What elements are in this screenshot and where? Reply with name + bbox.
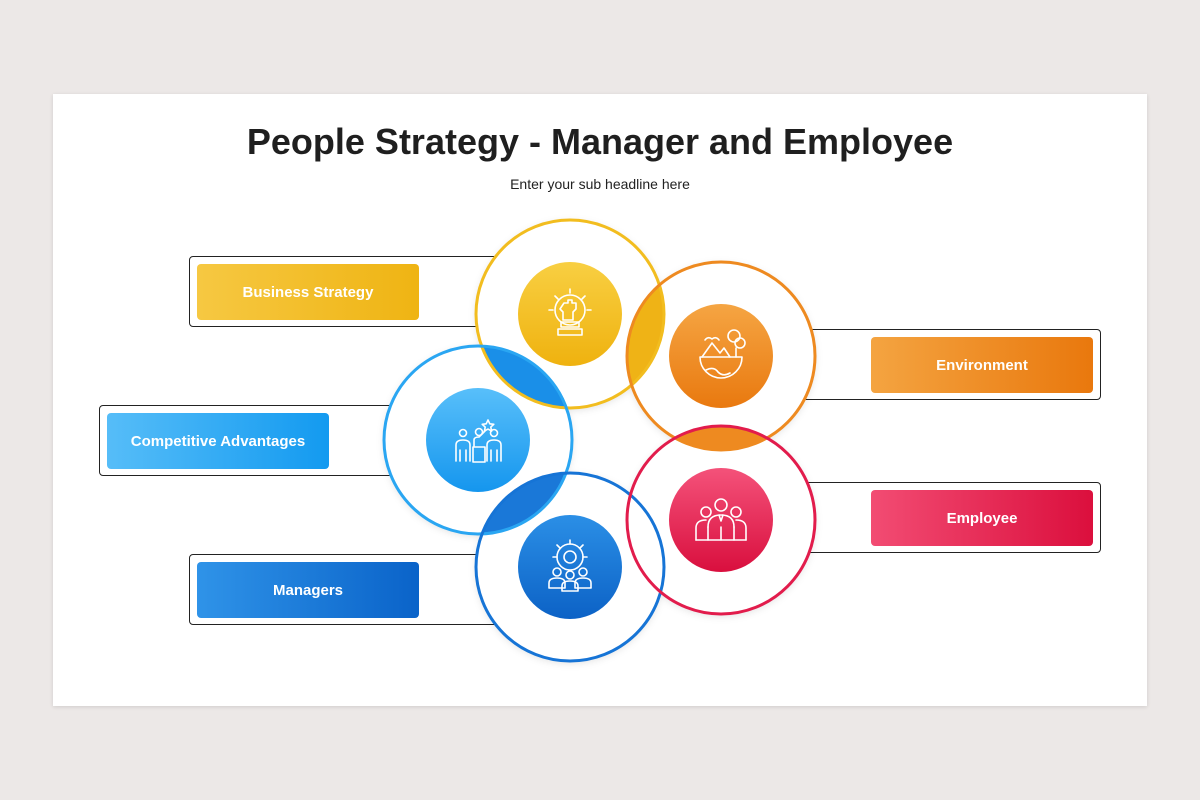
- overlap-lens: [476, 346, 572, 408]
- page-title: People Strategy - Manager and Employee: [246, 121, 954, 162]
- business-strategy-disc: [518, 262, 622, 366]
- competitive-advantages-label: Competitive Advantages: [107, 413, 329, 469]
- environment-globe-tree-icon: [699, 329, 746, 379]
- environment-disc: [669, 304, 773, 408]
- competitive-advantages-disc: [426, 388, 530, 492]
- environment-label: Environment: [871, 337, 1093, 393]
- chess-strategy-icon: [548, 288, 592, 336]
- competitive-advantages-ring: [382, 344, 574, 536]
- overlap-lens: [476, 473, 572, 534]
- employee-group-icon: [695, 498, 747, 541]
- environment-ring: [625, 260, 817, 452]
- managers-disc: [518, 515, 622, 619]
- managers-label: Managers: [197, 562, 419, 618]
- business-strategy-ring: [474, 218, 666, 410]
- employee-label: Employee: [871, 490, 1093, 546]
- managers-ring: [474, 471, 666, 663]
- business-strategy-label: Business Strategy: [197, 264, 419, 320]
- employee-ring: [625, 424, 817, 616]
- manager-gear-team-icon: [548, 539, 592, 592]
- competitive-podium-icon: [455, 419, 502, 463]
- page-subtitle: Enter your sub headline here: [510, 176, 690, 192]
